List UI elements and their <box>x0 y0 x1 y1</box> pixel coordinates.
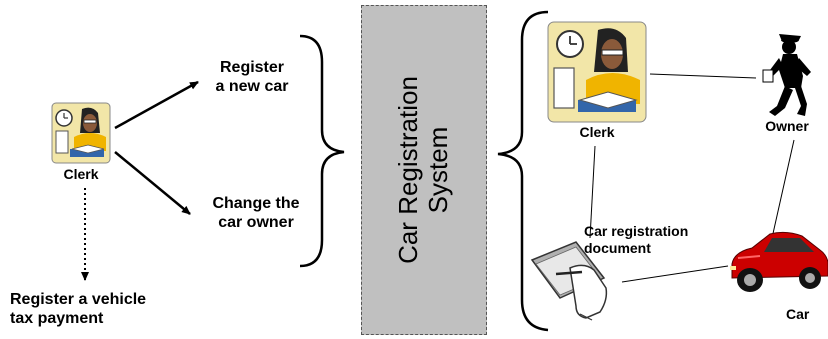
line-clerk-document <box>589 145 596 239</box>
line-clerk-owner <box>649 73 757 79</box>
document-icon <box>530 241 608 321</box>
use-case-register-new-car: Register a new car <box>215 59 289 96</box>
system-label: Car Registration System <box>393 76 453 264</box>
owner-icon <box>762 34 811 116</box>
left-curly-brace <box>299 34 345 268</box>
system-boundary: Car Registration System <box>361 5 487 335</box>
car-icon <box>730 231 828 292</box>
clerk-icon <box>547 21 647 123</box>
use-case-change-owner: Change the car owner <box>212 195 300 232</box>
owner-label: Owner <box>765 118 809 134</box>
clerk-label-right: Clerk <box>579 124 615 140</box>
line-document-car <box>621 265 729 283</box>
clerk-label: Clerk <box>63 166 99 182</box>
car-label: Car <box>786 306 810 322</box>
line-owner-car <box>771 139 795 239</box>
arrow-to-register-car <box>114 80 199 130</box>
clerk-icon <box>51 102 111 164</box>
right-curly-brace <box>497 10 549 332</box>
use-case-tax-payment: Register a vehicle tax payment <box>10 291 147 328</box>
document-label: Car registration document <box>584 223 689 256</box>
arrow-to-change-owner <box>114 151 191 215</box>
